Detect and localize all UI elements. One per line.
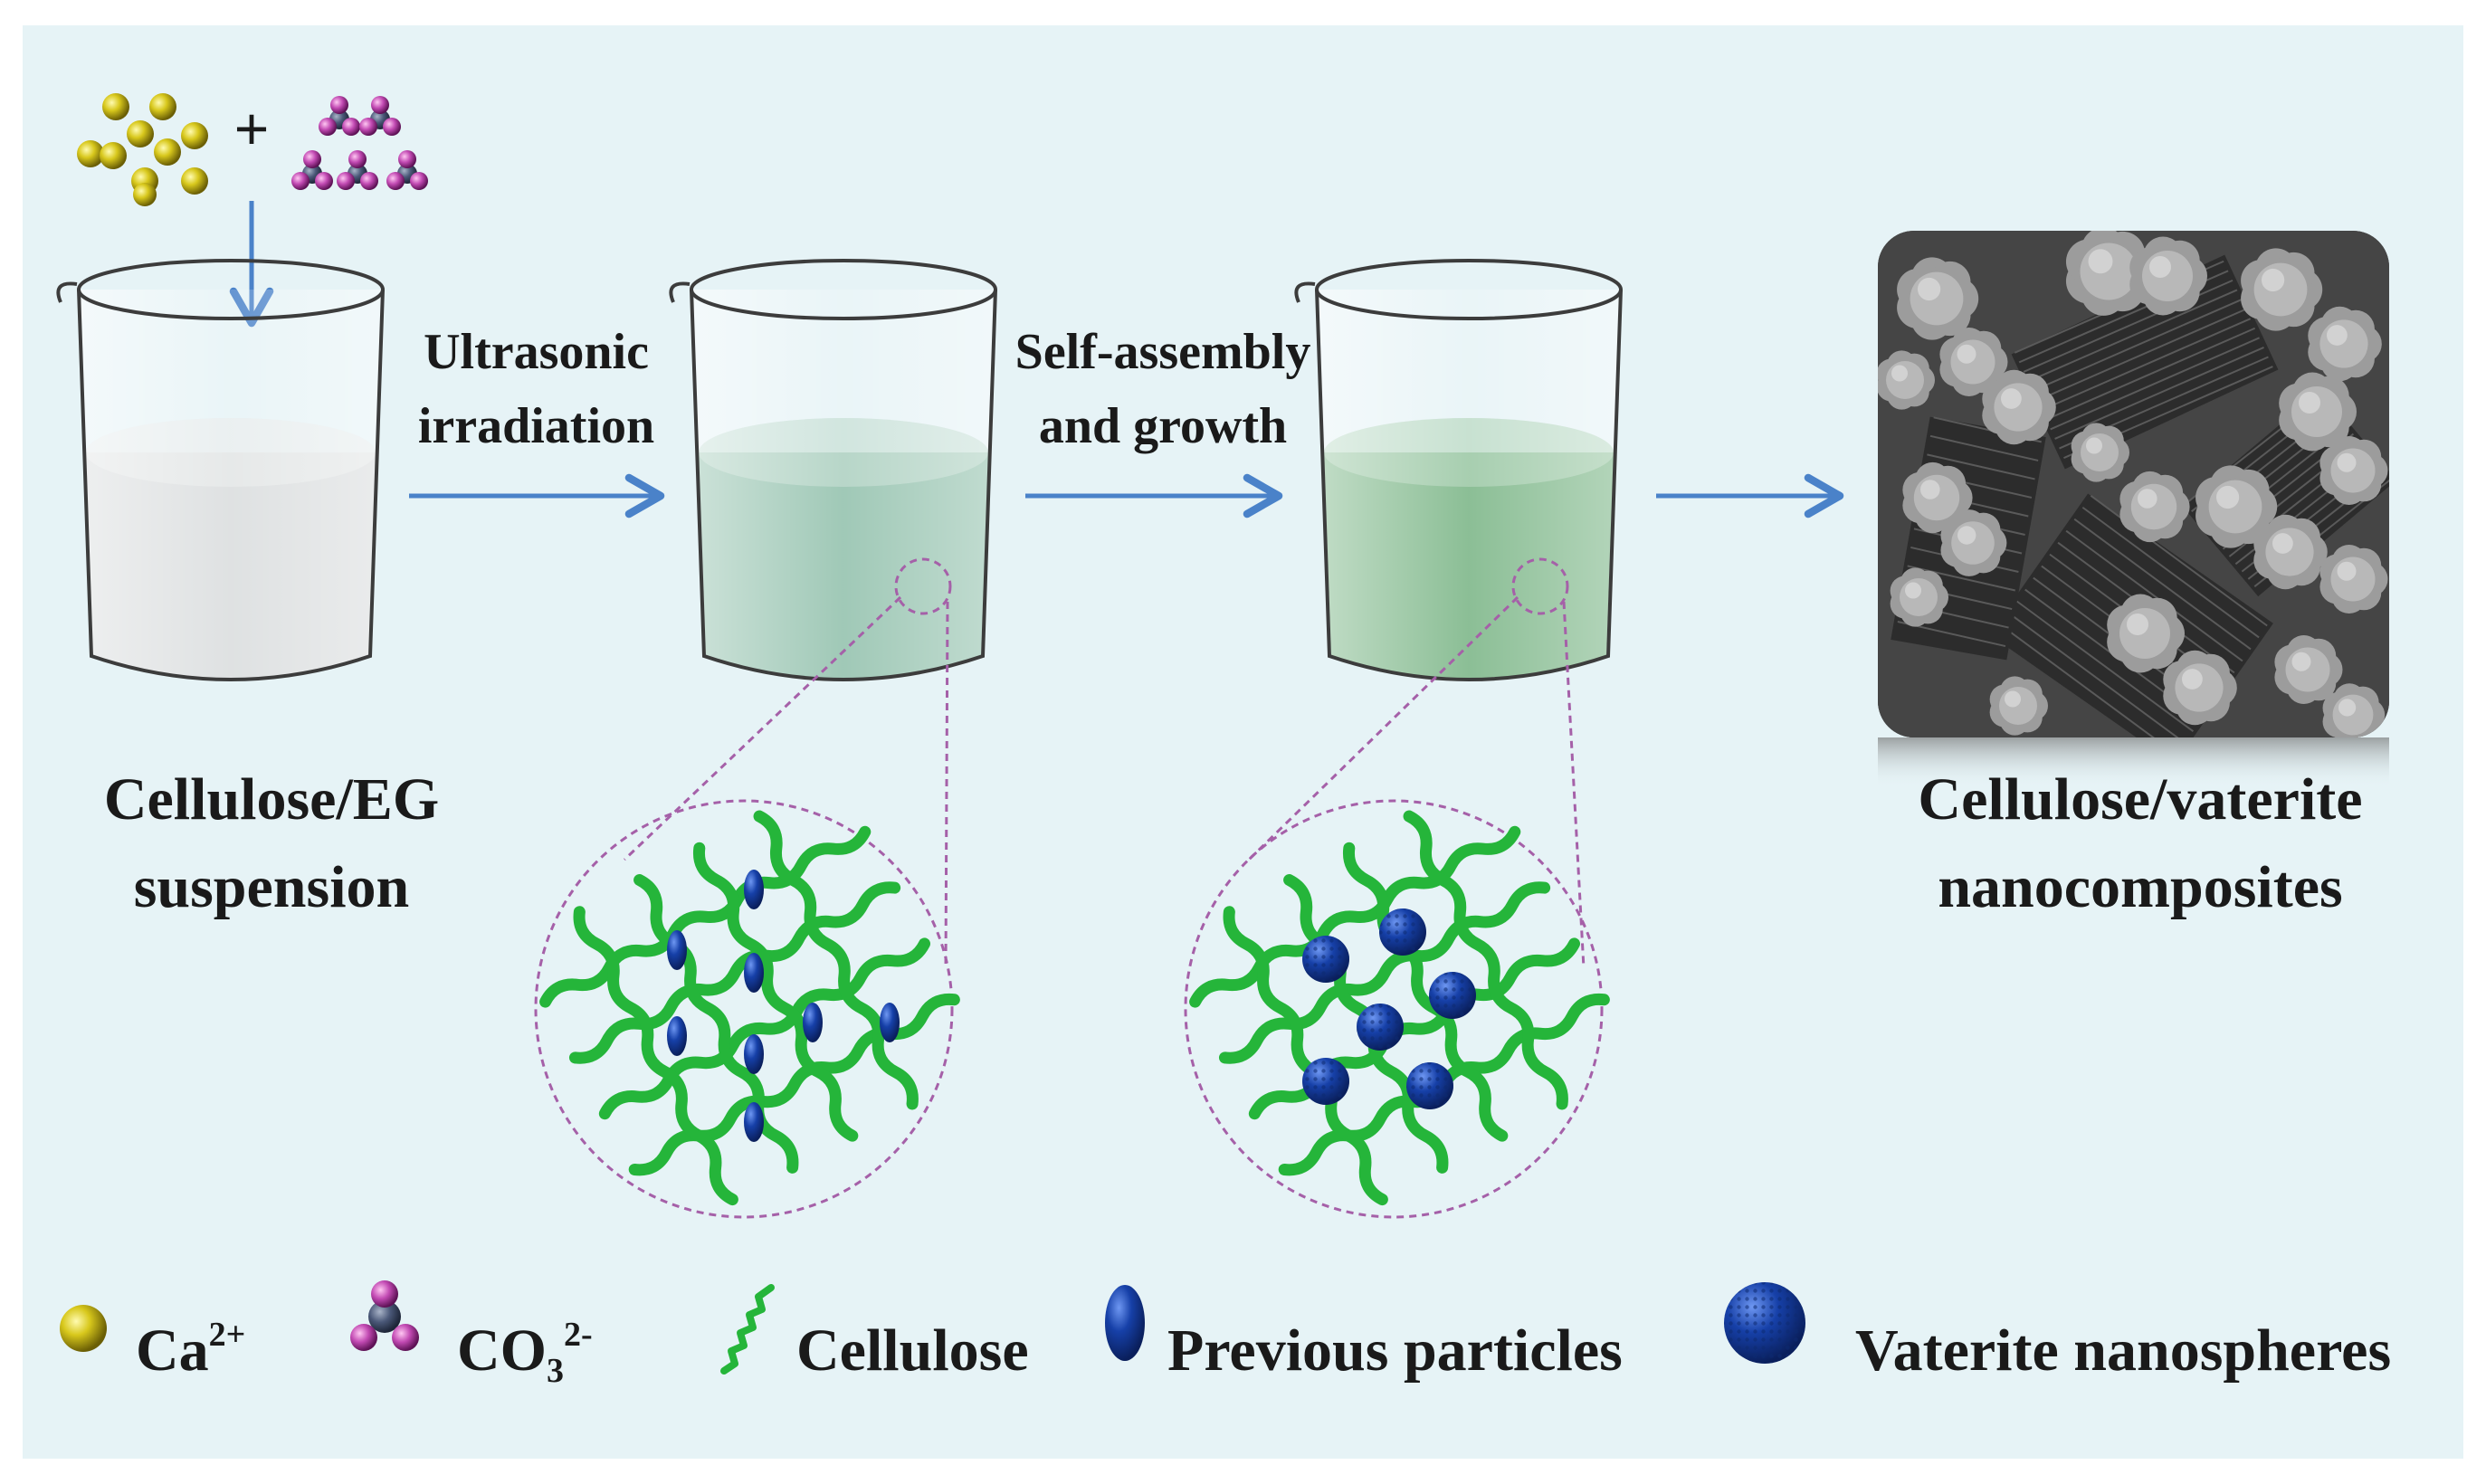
arrow-label-self-assembly: Self-assembly and growth	[1014, 324, 1311, 454]
legend-cellulose-label: Cellulose	[796, 1318, 1029, 1384]
legend-co3-label: CO32-	[457, 1316, 593, 1390]
plus-sign: +	[234, 95, 270, 162]
legend-cellulose-icon	[720, 1284, 775, 1375]
sem-image	[1878, 231, 2389, 787]
cellulose-network-vaterite	[1189, 810, 1610, 1206]
legend-ca-icon	[60, 1305, 107, 1352]
ca-ion-cluster	[77, 93, 208, 206]
beaker-icon	[56, 259, 385, 681]
step-label-suspension: Cellulose/EG suspension	[103, 766, 440, 920]
beaker-icon	[669, 259, 997, 681]
zoom-callout-1	[534, 557, 954, 1219]
legend-vaterite-label: Vaterite nanospheres	[1855, 1318, 2392, 1384]
legend-ca-label: Ca2+	[136, 1316, 246, 1384]
legend-co3-icon	[350, 1280, 419, 1351]
cellulose-network-previous	[539, 810, 960, 1206]
zoom-callout-2	[1184, 557, 1604, 1219]
step-label-nanocomposites: Cellulose/vaterite nanocomposites	[1918, 766, 2363, 920]
beaker-icon	[1294, 259, 1623, 681]
carbonate-ion-cluster	[291, 96, 428, 190]
legend-previous-particle-icon	[1105, 1285, 1145, 1361]
legend-vaterite-icon	[1724, 1282, 1805, 1364]
arrow-label-ultrasonic: Ultrasonic irradiation	[417, 324, 655, 454]
legend-previous-label: Previous particles	[1167, 1318, 1623, 1384]
